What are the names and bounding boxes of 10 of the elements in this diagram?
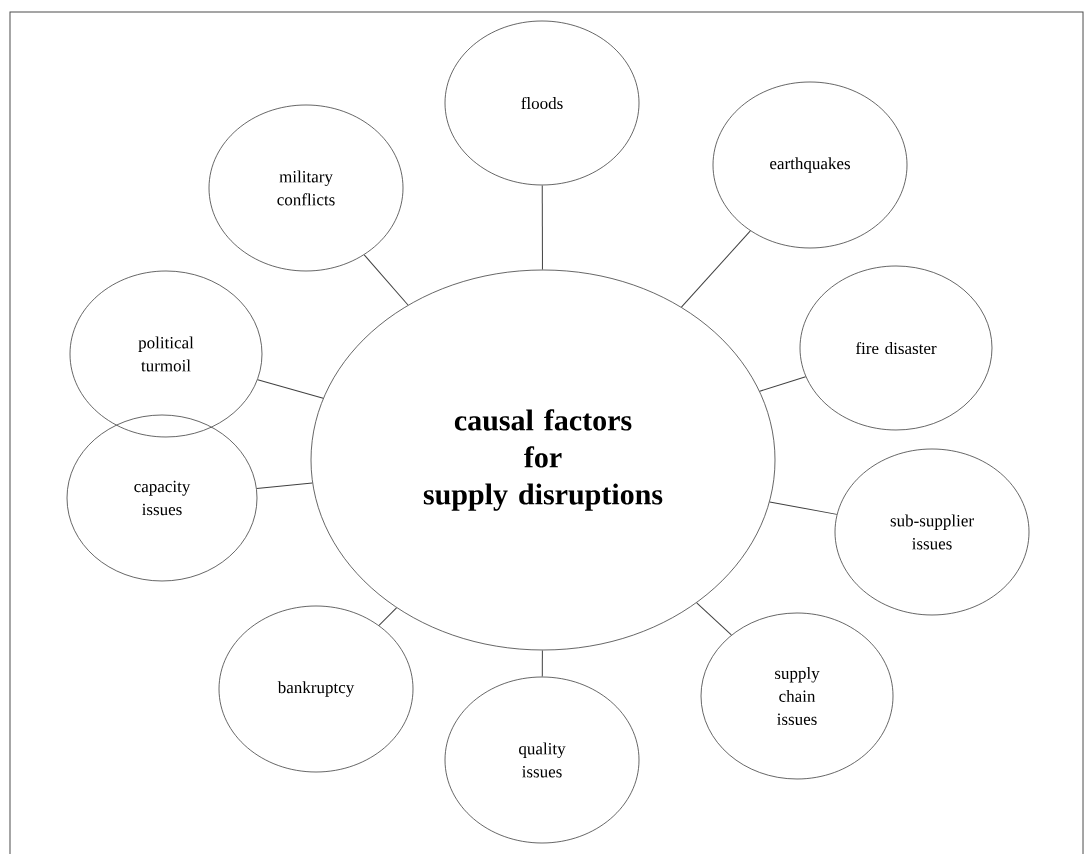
connector-line: [541, 184, 543, 271]
connector-line: [680, 230, 751, 308]
connector-line: [363, 254, 409, 306]
connector-line: [696, 602, 732, 636]
connector-line: [256, 482, 313, 490]
connector-line: [378, 607, 397, 626]
connector-line: [759, 376, 807, 392]
connector-line: [257, 379, 324, 399]
connector-line: [541, 649, 543, 678]
connector-line: [769, 501, 838, 515]
